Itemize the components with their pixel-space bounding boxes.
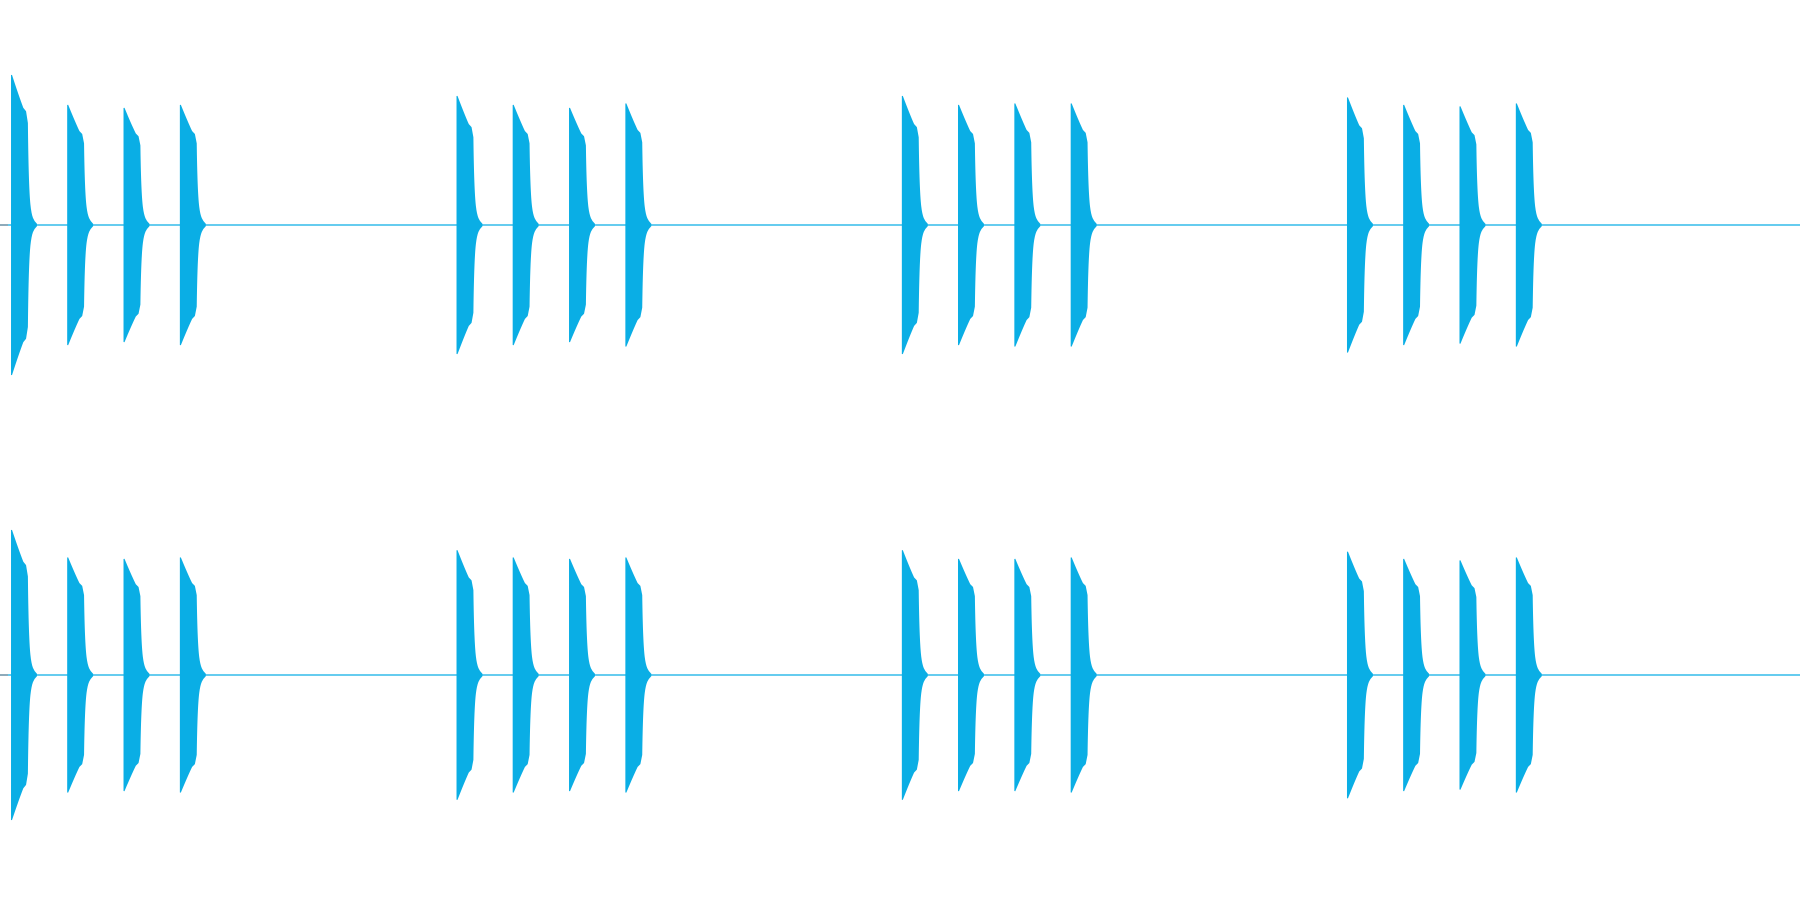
- pulse-ch2-b1-p2: [67, 557, 94, 793]
- pulse-ch2-b4-p4: [1515, 557, 1542, 793]
- pulse-ch1-b2-p1: [456, 95, 483, 355]
- pulse-ch2-b3-p4: [1070, 557, 1097, 793]
- pulse-ch2-b1-p1: [11, 529, 37, 821]
- pulse-ch1-b1-p2: [67, 104, 94, 346]
- pulse-ch2-b3-p3: [1014, 558, 1041, 792]
- channel-2: [0, 529, 1800, 821]
- channel-1: [0, 74, 1800, 376]
- pulse-ch1-b4-p2: [1403, 104, 1430, 346]
- pulse-ch2-b2-p2: [512, 557, 539, 793]
- pulse-ch2-b2-p1: [456, 550, 483, 800]
- pulse-ch1-b1-p4: [179, 104, 206, 346]
- pulse-ch2-b1-p4: [179, 557, 206, 793]
- pulse-ch1-b4-p1: [1346, 97, 1373, 353]
- pulse-ch2-b3-p2: [958, 558, 984, 792]
- pulse-ch1-b2-p3: [569, 107, 595, 343]
- pulse-ch2-b4-p2: [1403, 558, 1430, 792]
- pulse-ch2-b2-p4: [625, 557, 652, 793]
- pulse-ch1-b4-p3: [1459, 106, 1486, 344]
- pulse-ch1-b4-p4: [1515, 103, 1542, 347]
- pulse-ch1-b3-p2: [958, 104, 984, 346]
- channels: [0, 74, 1800, 821]
- pulse-ch2-b4-p3: [1459, 560, 1486, 790]
- pulse-ch2-b2-p3: [569, 558, 595, 792]
- pulse-ch2-b4-p1: [1346, 551, 1373, 799]
- pulse-ch2-b1-p3: [123, 558, 150, 792]
- pulse-ch1-b3-p1: [901, 95, 928, 355]
- pulse-ch1-b1-p1: [11, 74, 37, 376]
- pulse-ch2-b3-p1: [901, 550, 928, 800]
- pulse-ch1-b1-p3: [123, 107, 150, 343]
- pulse-ch1-b2-p4: [625, 103, 652, 347]
- pulse-ch1-b3-p4: [1070, 103, 1097, 347]
- pulse-ch1-b2-p2: [512, 104, 539, 346]
- pulse-ch1-b3-p3: [1014, 103, 1041, 347]
